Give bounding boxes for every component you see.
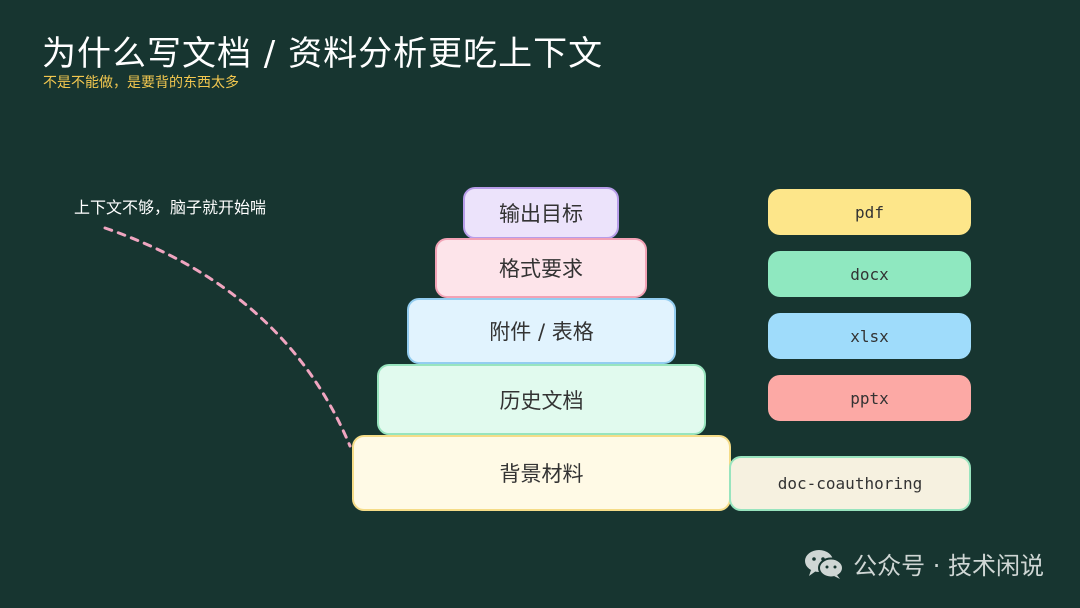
tag-label: pptx: [850, 388, 889, 408]
tag-label: pdf: [855, 202, 884, 222]
pyramid-layer-label: 背景材料: [499, 462, 584, 486]
footer-watermark: 公众号 · 技术闲说: [803, 546, 1044, 581]
page-subtitle: 不是不能做，是要背的东西太多: [43, 75, 239, 91]
footer-text: 公众号 · 技术闲说: [853, 552, 1044, 580]
pyramid-layer-attachments: 附件 / 表格: [407, 298, 676, 364]
tag-label: xlsx: [850, 326, 889, 346]
tag-doc-coauthoring: doc-coauthoring: [729, 456, 971, 511]
pyramid-layer-label: 历史文档: [499, 388, 584, 413]
pyramid-layer-label: 输出目标: [499, 202, 583, 226]
tag-docx: docx: [768, 251, 971, 297]
annotation-text: 上下文不够，脑子就开始喘: [74, 198, 267, 217]
page-title: 为什么写文档 / 资料分析更吃上下文: [42, 34, 604, 74]
tag-pdf: pdf: [768, 189, 971, 235]
pyramid-layer-history-docs: 历史文档: [377, 364, 706, 435]
pyramid-layer-background-material: 背景材料: [352, 435, 731, 511]
pyramid-layer-label: 附件 / 表格: [489, 320, 594, 344]
tag-label: docx: [850, 264, 889, 284]
tag-label: doc-coauthoring: [777, 474, 923, 493]
tag-xlsx: xlsx: [768, 313, 971, 359]
pyramid-layer-label: 格式要求: [499, 257, 583, 281]
pyramid-layer-format-requirements: 格式要求: [435, 238, 647, 298]
tag-pptx: pptx: [768, 375, 971, 421]
pyramid-layer-output-goal: 输出目标: [463, 187, 619, 239]
wechat-icon: [805, 549, 845, 579]
